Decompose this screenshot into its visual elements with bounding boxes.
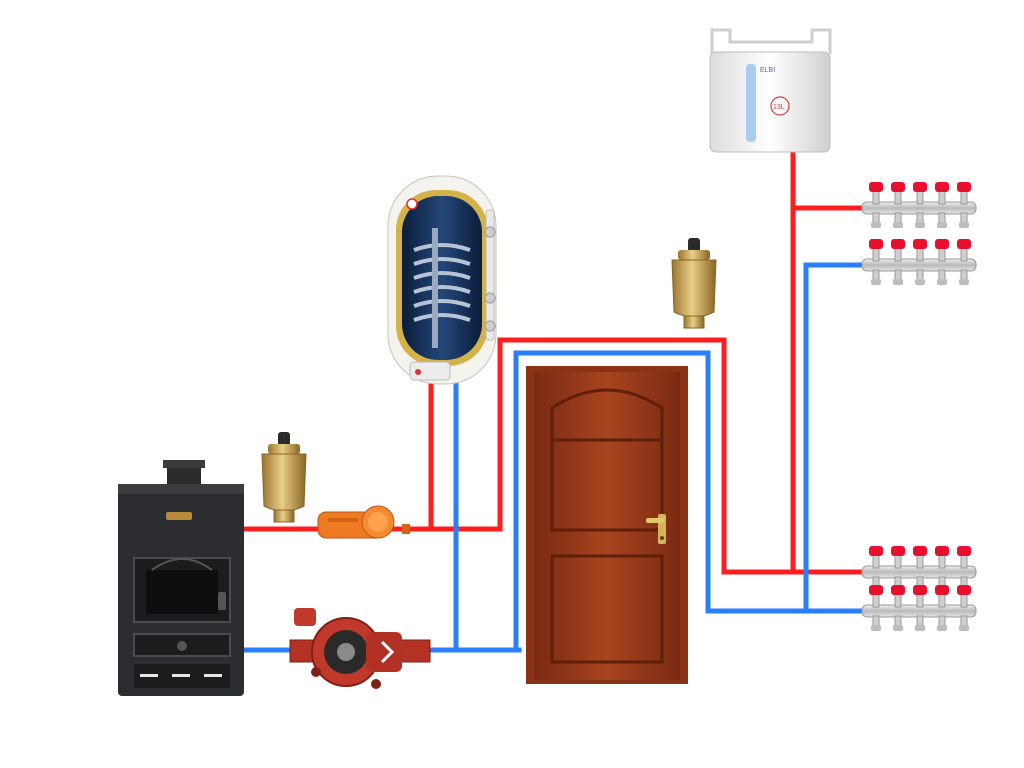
manifold-cap [957,239,971,249]
manifold-top-return [861,239,977,285]
manifold-cap [869,239,883,249]
manifold-cap [935,546,949,556]
heater-coil [413,243,471,322]
manifold-cap [913,182,927,192]
manifold-cap [891,546,905,556]
manifold-cap [891,585,905,595]
water-heater [387,175,497,385]
air-vents [261,238,717,523]
manifold-cap [869,585,883,595]
circulation-pump [289,608,431,689]
manifold-cap [935,182,949,192]
air-vent-left [261,432,307,523]
manifold-top-supply [861,182,977,228]
manifold-cap [935,239,949,249]
manifold-cap [869,546,883,556]
manifold-cap [935,585,949,595]
manifold-cap [957,585,971,595]
air-vent-right [671,238,717,329]
manifold-group [861,182,977,631]
manifold-bottom-supply [861,546,977,592]
return-pipe-riser [803,262,869,614]
return-pipe-door-loop [513,350,869,653]
pipe-thermostat [317,505,410,539]
tank-volume-badge: 13L [773,104,785,111]
manifold-bottom-return [861,585,977,631]
manifold-cap [891,239,905,249]
door [526,366,688,684]
manifold-cap [957,182,971,192]
manifold-cap [913,546,927,556]
wood-stove [118,460,244,696]
expansion-tank: ELBI 13L [709,28,832,153]
manifold-cap [913,239,927,249]
manifold-cap [957,546,971,556]
manifold-cap [891,182,905,192]
manifold-cap [913,585,927,595]
supply-pipe-to-door-loop [497,337,869,575]
tank-brand-label: ELBI [760,67,775,74]
manifold-cap [869,182,883,192]
